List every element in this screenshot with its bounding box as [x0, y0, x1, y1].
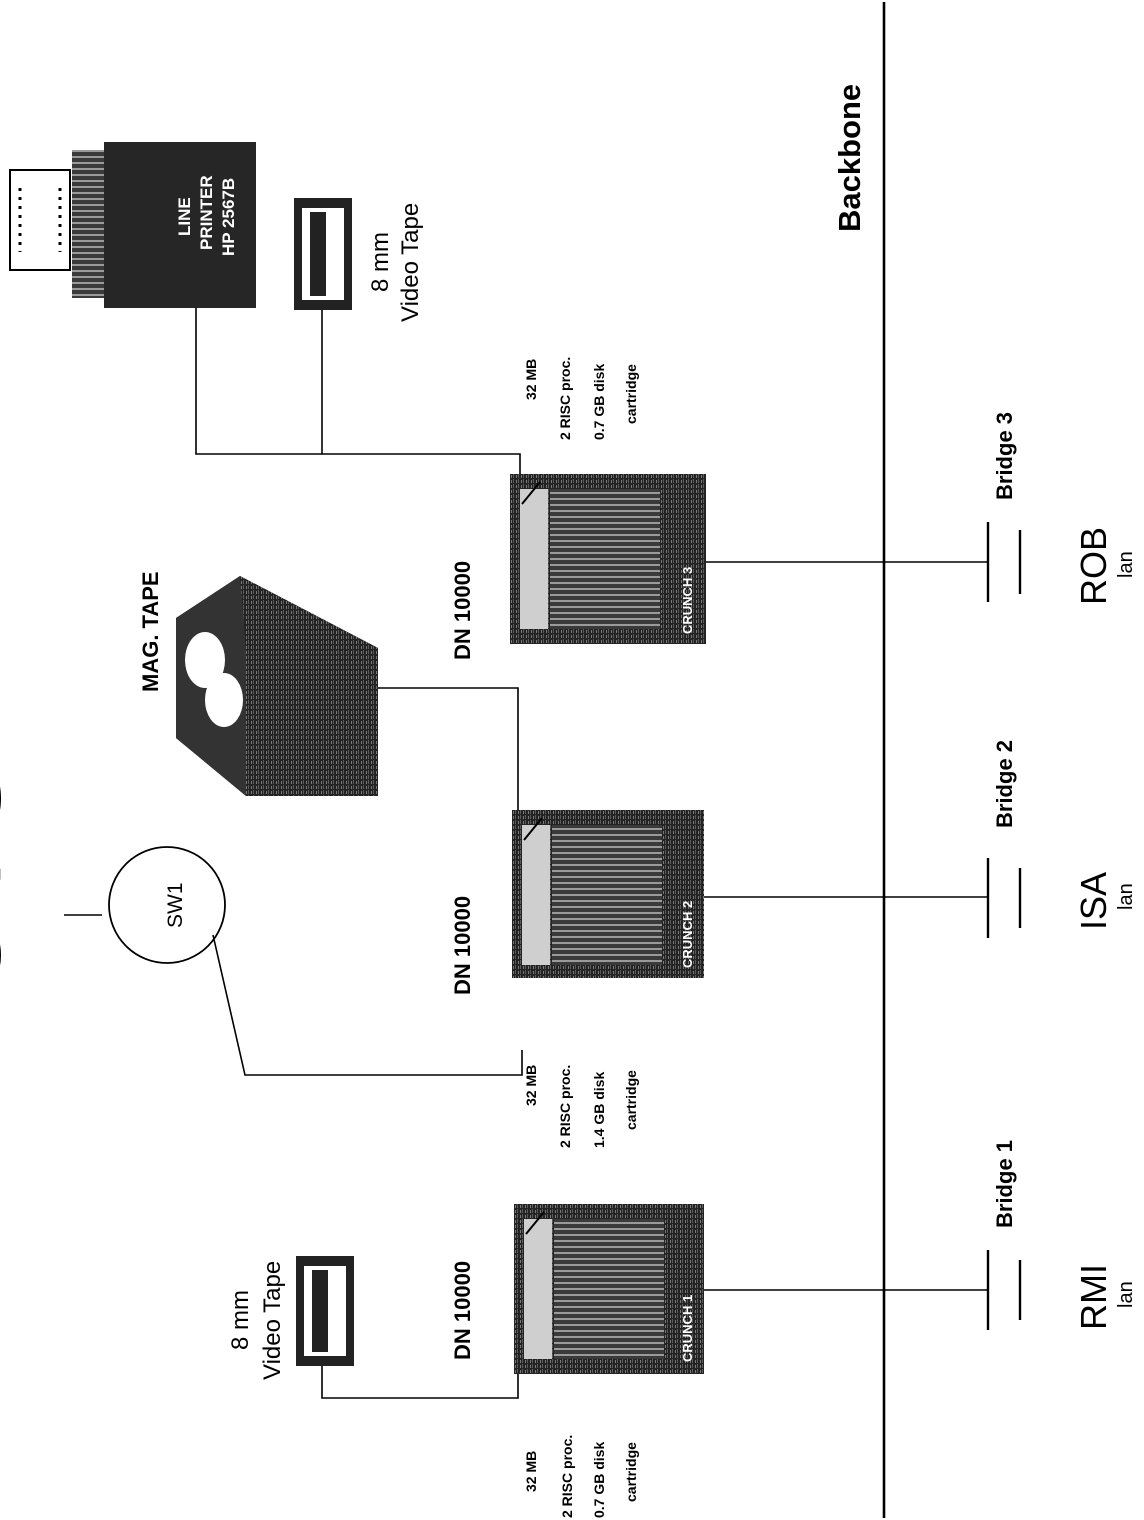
video-tape-1: [296, 1256, 354, 1366]
mag-tape-wire: [378, 688, 518, 810]
lan-isa-label: ISA: [1073, 872, 1114, 930]
spec-line: 32 MB: [523, 359, 539, 400]
bridge-2-symbol: [988, 858, 1020, 938]
video-tape-1-line1: 8 mm: [227, 1290, 254, 1350]
title-fragment: GTS: [0, 759, 26, 1002]
video-tape-2-line2: Video Tape: [397, 203, 424, 322]
lan-rmi-suffix: lan: [1115, 1281, 1137, 1308]
bridge-3-label: Bridge 3: [992, 412, 1017, 500]
bridge-1-symbol: [988, 1250, 1020, 1330]
spec-line: 0.7 GB disk: [591, 364, 607, 440]
video-tape-2: [294, 198, 352, 310]
computer-crunch-3: CRUNCH 3: [510, 474, 706, 644]
printer-line1: LINE: [175, 197, 194, 236]
computer-model-3: DN 10000: [450, 561, 475, 660]
lan-rmi-label: RMI: [1073, 1264, 1114, 1330]
computer-specs-1: 32 MB 2 RISC proc. 0.7 GB disk cartridge: [523, 1435, 639, 1518]
computer-specs-3: 32 MB 2 RISC proc. 0.7 GB disk cartridge: [523, 357, 639, 440]
video-tape-1-wire: [322, 1366, 518, 1398]
computer-crunch-1: CRUNCH 1: [514, 1204, 704, 1374]
bridge-2-label: Bridge 2: [992, 740, 1017, 828]
backbone-label: Backbone: [832, 84, 867, 232]
computer-name: CRUNCH 2: [680, 901, 695, 968]
computer-specs-2: 32 MB 2 RISC proc. 1.4 GB disk cartridge: [523, 1065, 639, 1148]
spec-line: 1.4 GB disk: [591, 1072, 607, 1148]
computer-crunch-2: CRUNCH 2: [512, 810, 704, 978]
spec-line: 32 MB: [523, 1451, 539, 1492]
spec-line: 32 MB: [523, 1065, 539, 1106]
spec-line: 2 RISC proc.: [557, 1065, 573, 1148]
spec-line: 2 RISC proc.: [557, 357, 573, 440]
computer-name: CRUNCH 3: [680, 567, 695, 634]
spec-line: cartridge: [623, 364, 639, 424]
mag-tape: [176, 576, 378, 796]
lan-rob-label: ROB: [1073, 527, 1114, 605]
printer-wire: [196, 308, 520, 474]
computer-model-2: DN 10000: [450, 896, 475, 995]
bridge-1-label: Bridge 1: [992, 1140, 1017, 1228]
lan-isa-suffix: lan: [1115, 883, 1137, 910]
bridge-3-symbol: [988, 522, 1020, 602]
spec-line: cartridge: [623, 1442, 639, 1502]
mag-tape-label: MAG. TAPE: [138, 571, 163, 692]
switch-label: SW1: [164, 882, 187, 928]
computer-name: CRUNCH 1: [680, 1295, 695, 1362]
switch-sw1: SW1: [109, 847, 225, 963]
computer-model-1: DN 10000: [450, 1261, 475, 1360]
printer-line2: PRINTER: [197, 175, 216, 250]
spec-line: 0.7 GB disk: [591, 1442, 607, 1518]
printer-line3: HP 2567B: [219, 178, 238, 256]
spec-line: cartridge: [623, 1070, 639, 1130]
video-tape-1-line2: Video Tape: [259, 1261, 286, 1380]
lan-rob-suffix: lan: [1115, 551, 1137, 578]
video-tape-2-line1: 8 mm: [367, 232, 394, 292]
spec-line: 2 RISC proc.: [559, 1435, 575, 1518]
switch-to-crunch2-wire: [213, 935, 522, 1075]
